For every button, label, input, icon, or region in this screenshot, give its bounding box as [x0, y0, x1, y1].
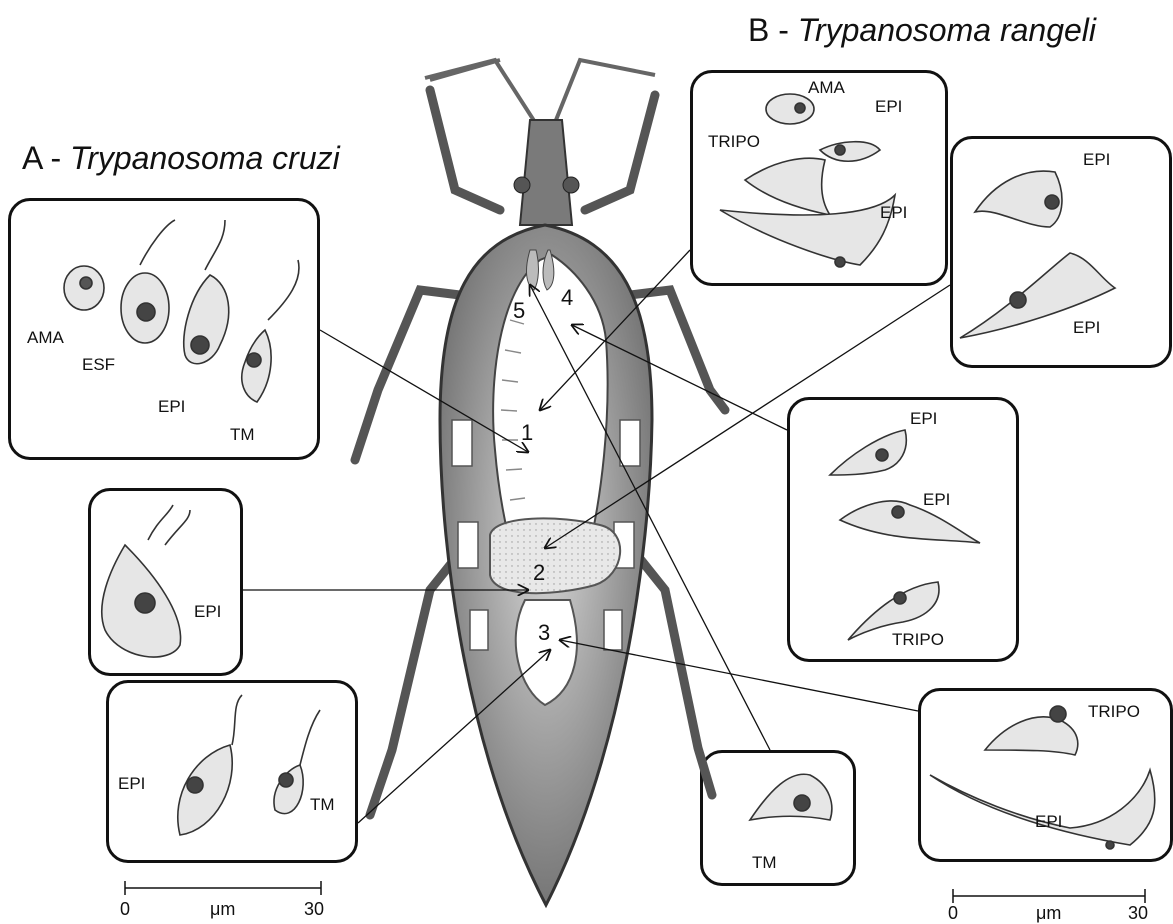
b3-label-epi-mid: EPI — [923, 490, 950, 510]
b2-label-epi-top: EPI — [1083, 150, 1110, 170]
scale-left-start: 0 — [120, 899, 130, 920]
scale-right-start: 0 — [948, 903, 958, 924]
b1-label-epi-bottom: EPI — [880, 203, 907, 223]
site-label-2: 2 — [533, 560, 545, 586]
b1-label-tripo: TRIPO — [708, 132, 760, 152]
b5-label-tm: TM — [752, 853, 777, 873]
scale-left-unit: μm — [210, 899, 235, 920]
a1-label-esf: ESF — [82, 355, 115, 375]
a3-label-epi: EPI — [118, 774, 145, 794]
scale-left-end: 30 — [304, 899, 324, 920]
b1-label-epi-top: EPI — [875, 97, 902, 117]
intestine — [490, 518, 620, 593]
a1-label-ama: AMA — [27, 328, 64, 348]
site-label-1: 1 — [521, 420, 533, 446]
insect-head — [520, 120, 572, 225]
b1-label-ama: AMA — [808, 78, 845, 98]
a1-label-epi: EPI — [158, 397, 185, 417]
b4-label-epi: EPI — [1035, 812, 1062, 832]
site-label-3: 3 — [538, 620, 550, 646]
site-label-5: 5 — [513, 298, 525, 324]
b3-label-tripo: TRIPO — [892, 630, 944, 650]
scale-right-unit: μm — [1036, 903, 1061, 924]
scale-bars — [125, 881, 1145, 903]
a3-label-tm: TM — [310, 795, 335, 815]
scale-right-end: 30 — [1128, 903, 1148, 924]
a2-label-epi: EPI — [194, 602, 221, 622]
b3-label-epi-top: EPI — [910, 409, 937, 429]
site-label-4: 4 — [561, 285, 573, 311]
a1-label-tm: TM — [230, 425, 255, 445]
b4-label-tripo: TRIPO — [1088, 702, 1140, 722]
b2-label-epi-bottom: EPI — [1073, 318, 1100, 338]
